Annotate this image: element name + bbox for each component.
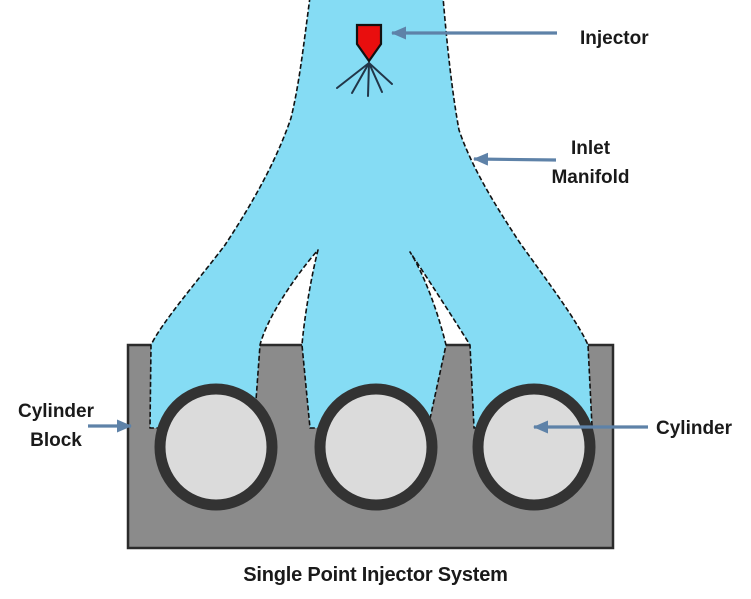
spray-line — [368, 62, 393, 85]
cylinder-label: Cylinder — [656, 418, 733, 439]
spray-line — [351, 62, 370, 94]
spray-line — [336, 62, 370, 89]
spray-line — [368, 62, 383, 93]
inlet-manifold-label-line2: Manifold — [551, 167, 630, 188]
injector-spray — [336, 62, 393, 97]
inlet-manifold-label: Inlet Manifold — [518, 134, 663, 192]
inlet-manifold-shape — [149, 0, 593, 429]
cylinder-block-label: Cylinder Block — [4, 397, 108, 455]
diagram-title: Single Point Injector System — [243, 564, 508, 586]
cylinder-1 — [154, 383, 278, 511]
injector-body — [355, 23, 383, 63]
inlet-manifold-arrow — [473, 152, 557, 166]
cylinder-block-label-line1: Cylinder — [17, 401, 95, 422]
cylinder-3 — [472, 383, 596, 511]
cylinder-block-label-line2: Block — [30, 430, 82, 451]
injector-label: Injector — [580, 28, 649, 49]
cylinder-2 — [314, 383, 438, 511]
inlet-manifold-label-line1: Inlet — [570, 138, 611, 159]
spray-line — [367, 62, 370, 97]
